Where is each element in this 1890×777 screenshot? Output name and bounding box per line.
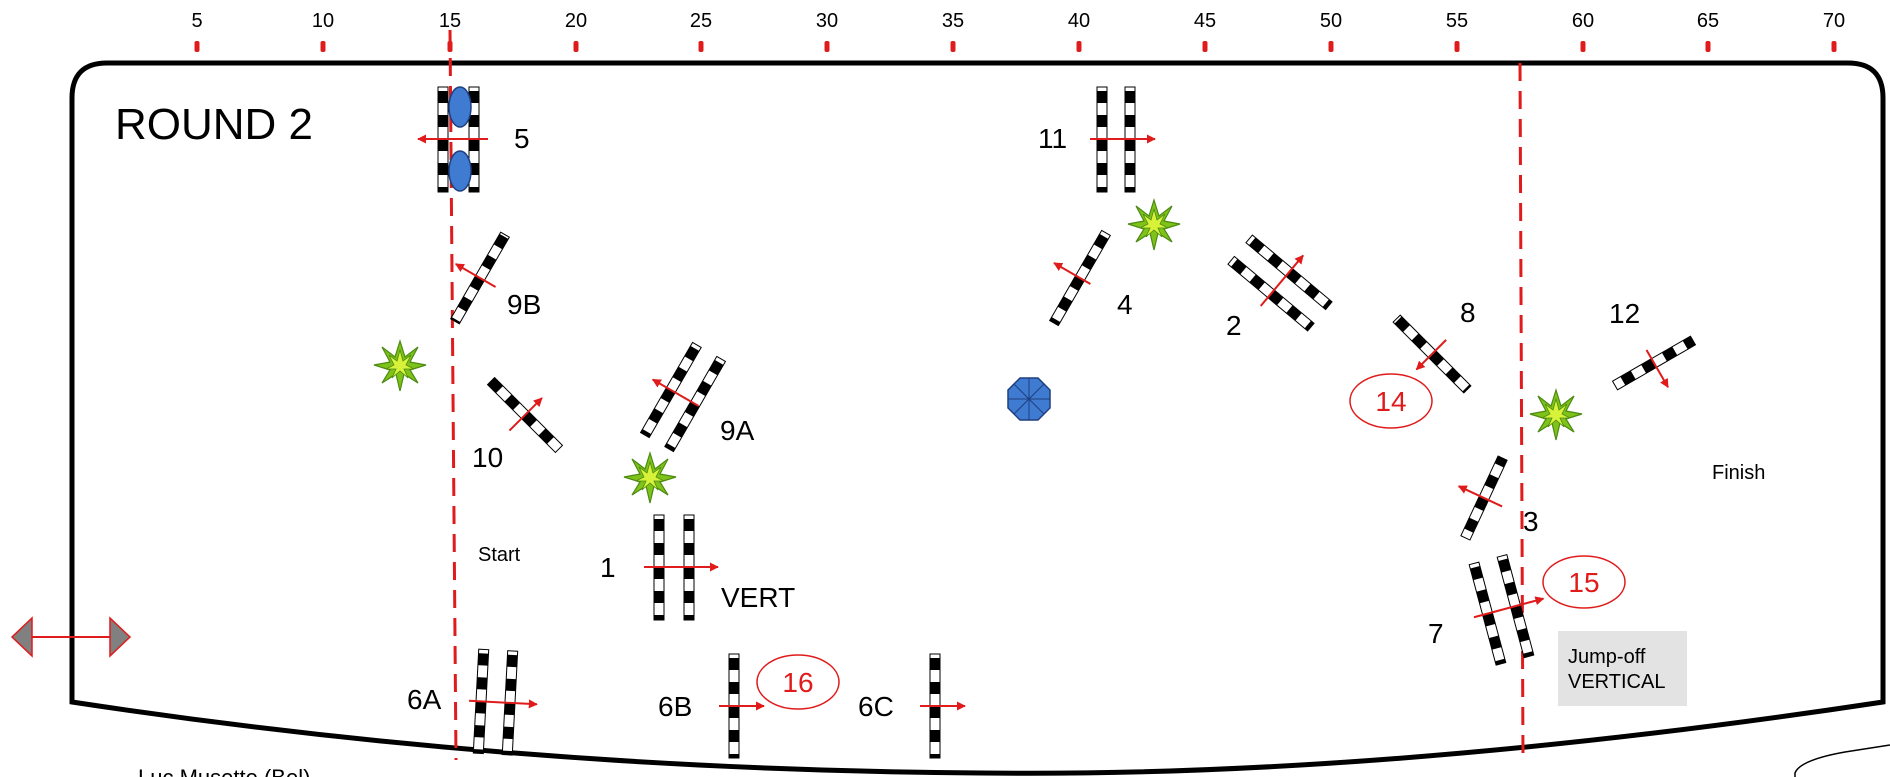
fence-label-9B: 9B [507,289,541,320]
jumpoff-vertical-box: Jump-off VERTICAL [1558,631,1687,706]
jumpoff-circle-15 [1542,555,1626,609]
jumpoff-circle-14 [1349,373,1433,429]
fence-label-11: 11 [1038,123,1067,154]
distance-line [1518,62,1525,761]
filler-icon [448,86,472,128]
ruler-tick: 45 [1194,10,1216,52]
svg-text:65: 65 [1697,10,1719,32]
fence-12 [1611,335,1697,391]
svg-text:20: 20 [565,10,587,32]
fence-2 [1227,234,1333,332]
fence-label-7: 7 [1428,618,1444,649]
fence-7 [1468,553,1545,666]
fence-10 [486,376,564,454]
fence-label-4: 4 [1117,289,1133,320]
fence-label-9A: 9A [720,415,755,446]
svg-text:35: 35 [942,10,964,32]
svg-text:40: 40 [1068,10,1090,32]
fence-5 [417,86,488,193]
fence-6C [920,653,966,759]
ruler-tick: 5 [191,10,203,52]
svg-text:VERTICAL: VERTICAL [1568,671,1665,693]
start-label: Start [478,544,521,566]
ruler-tick: 50 [1320,10,1342,52]
ruler-tick: 35 [942,10,964,52]
exit-gate [1794,744,1890,777]
ruler-tick: 70 [1823,10,1845,52]
svg-text:45: 45 [1194,10,1216,32]
svg-text:10: 10 [312,10,334,32]
umbrella-icon [1007,377,1051,421]
svg-text:Jump-off: Jump-off [1568,646,1646,668]
fence-6B [719,653,765,759]
fence-9A [639,341,727,453]
filler-icon [448,150,472,192]
ruler-tick: 55 [1446,10,1468,52]
fence-label-8: 8 [1460,297,1476,328]
fence-label-5: 5 [514,123,530,154]
fence-label-3: 3 [1523,506,1539,537]
fence-4 [1048,229,1112,327]
svg-text:55: 55 [1446,10,1468,32]
fence-3 [1457,455,1508,541]
fence-11 [1090,86,1156,193]
svg-text:30: 30 [816,10,838,32]
ruler-tick: 30 [816,10,838,52]
jumpoff-circle-16 [756,654,840,710]
double-arrow-icon [10,616,132,658]
ruler-tick: 65 [1697,10,1719,52]
ruler-tick: 25 [690,10,712,52]
fence-label-6A: 6A [407,684,442,715]
svg-text:70: 70 [1823,10,1845,32]
svg-text:15: 15 [439,10,461,32]
ruler-tick: 10 [312,10,334,52]
fence-label-6B: 6B [658,691,692,722]
fence-9B [449,231,511,325]
vert-label: VERT [721,582,795,613]
distance-line [448,29,458,761]
distance-ruler: 5 10 15 20 25 30 35 40 45 50 55 60 65 70 [191,10,1845,52]
jumpoff-number-15: 15 [1568,567,1599,598]
fence-label-10: 10 [472,442,503,473]
fence-6A [468,648,538,756]
fence-1 [644,514,719,621]
fence-label-1: 1 [600,552,616,583]
round-title: ROUND 2 [115,100,313,149]
ruler-tick: 20 [565,10,587,52]
ruler-tick: 60 [1572,10,1594,52]
fence-label-2: 2 [1226,310,1242,341]
svg-text:50: 50 [1320,10,1342,32]
jumpoff-number-16: 16 [782,667,813,698]
finish-label: Finish [1712,462,1765,484]
jumpoff-number-14: 14 [1375,386,1406,417]
svg-text:5: 5 [191,10,202,32]
svg-text:25: 25 [690,10,712,32]
fence-8 [1392,314,1472,394]
course-designer: Luc Musette (Bel) [138,765,310,777]
fence-label-12: 12 [1609,298,1640,329]
ruler-tick: 40 [1068,10,1090,52]
fence-label-6C: 6C [858,691,894,722]
svg-text:60: 60 [1572,10,1594,32]
